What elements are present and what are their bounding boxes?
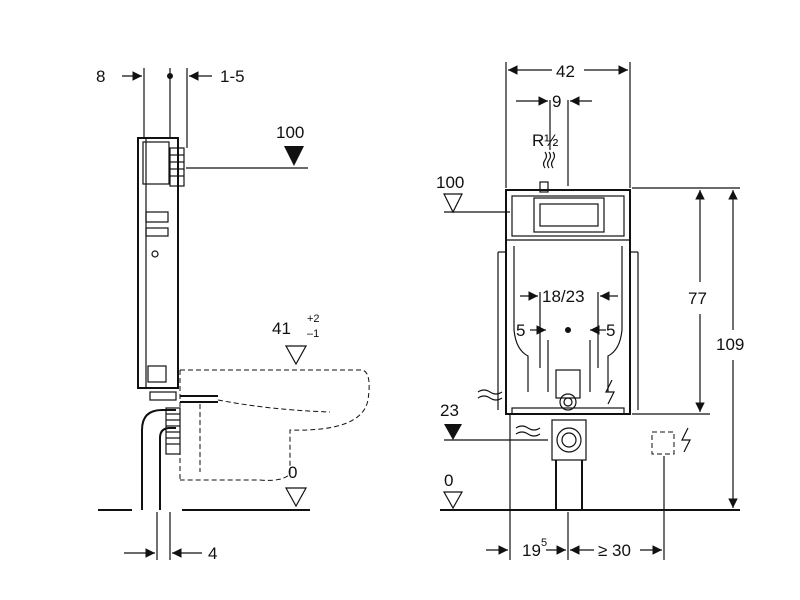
wc-bowl-outline bbox=[179, 369, 370, 481]
dim-1-5-label: 1-5 bbox=[220, 67, 245, 86]
level-marker-icon bbox=[444, 424, 462, 440]
level-marker-icon bbox=[284, 345, 308, 366]
dim-18-23-label: 18/23 bbox=[542, 287, 585, 306]
electrical-icon bbox=[605, 379, 615, 405]
level-0-front: 0 bbox=[444, 471, 453, 490]
dim-19-superscript: 5 bbox=[541, 537, 547, 549]
frame-front bbox=[497, 181, 639, 415]
water-inlet-icon bbox=[515, 425, 541, 437]
dim-5-left-label: 5 bbox=[516, 321, 525, 340]
dim-5-right-label: 5 bbox=[606, 321, 615, 340]
level-100-side: 100 bbox=[276, 123, 304, 142]
level-0-side: 0 bbox=[288, 463, 297, 482]
water-inlet-icon bbox=[542, 151, 556, 169]
dim-8-label: 8 bbox=[96, 67, 105, 86]
dim-9-label: 9 bbox=[552, 92, 561, 111]
waste-pipe-side bbox=[141, 395, 218, 510]
level-100-front: 100 bbox=[436, 173, 464, 192]
level-marker-icon bbox=[284, 487, 308, 508]
electrical-socket bbox=[651, 431, 675, 455]
dim-30-label: ≥ 30 bbox=[598, 541, 631, 560]
dim-42-label: 42 bbox=[556, 62, 575, 81]
dim-19-label: 19 bbox=[522, 541, 541, 560]
level-marker-icon bbox=[284, 146, 304, 166]
pipe-label: R½ bbox=[532, 131, 558, 150]
dim-77-label: 77 bbox=[688, 289, 707, 308]
level-marker-icon bbox=[442, 491, 464, 510]
dim-109-label: 109 bbox=[716, 335, 744, 354]
level-41-side: 41 bbox=[272, 319, 291, 338]
level-23-front: 23 bbox=[440, 401, 459, 420]
front-view: R½ 42 9 100 bbox=[436, 62, 744, 560]
side-view: 8 1-5 100 41 +2 –1 0 4 bbox=[96, 67, 370, 563]
waste-pipe-front bbox=[551, 419, 587, 510]
dim-4-label: 4 bbox=[208, 544, 217, 563]
tolerance-plus: +2 bbox=[307, 313, 320, 325]
electrical-icon bbox=[681, 427, 691, 453]
level-marker-icon bbox=[443, 193, 463, 214]
water-inlet-icon bbox=[477, 389, 503, 401]
frame-side bbox=[137, 137, 185, 401]
tolerance-minus: –1 bbox=[307, 328, 319, 340]
